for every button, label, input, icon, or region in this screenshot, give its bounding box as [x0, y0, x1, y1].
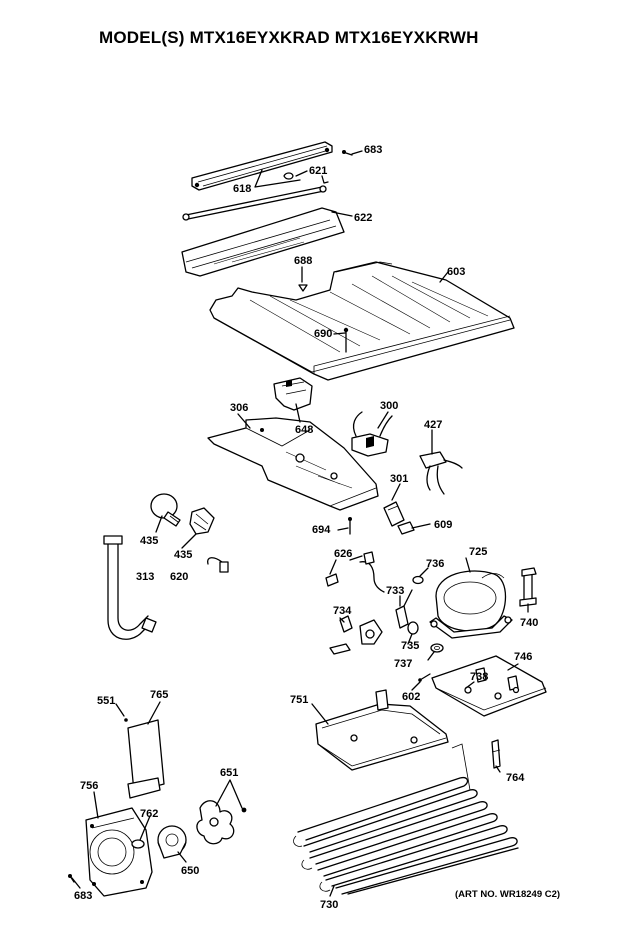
grommet-762 [131, 839, 145, 849]
clip-688 [298, 284, 308, 292]
art-number: (ART NO. WR18249 C2) [455, 889, 561, 900]
callout-648: 648 [295, 424, 313, 436]
light-bulb-435 [150, 493, 181, 527]
callout-551: 551 [97, 695, 115, 707]
drain-pan-751 [315, 689, 449, 771]
callout-300: 300 [380, 400, 398, 412]
clip-609 [397, 521, 415, 535]
base-plate-746 [431, 655, 547, 717]
screw-683-top [342, 150, 353, 156]
bracket-740 [519, 567, 537, 607]
callout-labels: 683 621 618 622 688 603 690 306 648 300 … [74, 144, 538, 911]
callout-740: 740 [520, 617, 538, 629]
callout-621: 621 [309, 165, 327, 177]
callout-650: 650 [181, 865, 199, 877]
callout-427: 427 [424, 419, 442, 431]
plug-736 [412, 575, 424, 585]
leader-lines [71, 150, 529, 897]
drain-tube-313 [103, 535, 157, 640]
panel-765 [127, 719, 165, 799]
rail-bracket-621 [191, 141, 333, 191]
callout-751: 751 [290, 694, 308, 706]
callout-756: 756 [80, 780, 98, 792]
grommet-737 [430, 643, 444, 653]
callout-734: 734 [333, 605, 352, 617]
callout-683-top: 683 [364, 144, 382, 156]
condenser-coil-730 [293, 743, 519, 895]
callout-609: 609 [434, 519, 452, 531]
model-title: MODEL(S) MTX16EYXKRAD MTX16EYXKRWH [99, 28, 479, 47]
overload-733 [395, 589, 413, 629]
callout-730: 730 [320, 899, 338, 911]
callout-306: 306 [230, 402, 248, 414]
callout-746: 746 [514, 651, 532, 663]
callout-618: 618 [233, 183, 251, 195]
callout-736: 736 [426, 558, 444, 570]
bracket-764 [491, 739, 501, 769]
callout-683-bottom: 683 [74, 890, 92, 902]
fan-bracket-756 [85, 807, 153, 897]
harness-620 [207, 557, 229, 573]
wire-626 [325, 551, 385, 593]
screw-602 [418, 673, 431, 682]
callout-651: 651 [220, 767, 238, 779]
callout-690: 690 [314, 328, 332, 340]
callout-435-bulb: 435 [140, 535, 158, 547]
callout-694: 694 [312, 524, 331, 536]
callout-603: 603 [447, 266, 465, 278]
duct-cover-622 [181, 207, 345, 277]
callout-620: 620 [170, 571, 188, 583]
callout-737: 737 [394, 658, 412, 670]
relay-301 [383, 501, 405, 527]
callout-725: 725 [469, 546, 487, 558]
screw-683-bottom [68, 874, 75, 883]
screw-551 [124, 718, 128, 722]
fan-blade-651 [196, 800, 247, 845]
control-housing-306 [207, 417, 379, 511]
callout-622: 622 [354, 212, 372, 224]
callout-738: 738 [470, 671, 488, 683]
callout-735: 735 [401, 640, 419, 652]
callout-765: 765 [150, 689, 168, 701]
fan-motor-650 [157, 825, 187, 859]
callout-688: 688 [294, 255, 312, 267]
callout-733: 733 [386, 585, 404, 597]
compressor-725 [429, 570, 513, 639]
rod-618 [182, 185, 327, 221]
cap-735 [407, 621, 419, 635]
callout-435-socket: 435 [174, 549, 192, 561]
switch-300 [351, 411, 393, 457]
callout-764: 764 [506, 772, 525, 784]
screw-694 [348, 517, 352, 535]
callout-762: 762 [140, 808, 158, 820]
start-relay-734 [329, 615, 383, 655]
callout-301: 301 [390, 473, 408, 485]
screw-690 [343, 327, 349, 353]
thermostat-block-648 [273, 377, 313, 411]
connector-427 [419, 451, 463, 495]
callout-626: 626 [334, 548, 352, 560]
lamp-socket-435 [189, 507, 215, 535]
evaporator-cover-603 [209, 261, 515, 381]
callout-313: 313 [136, 571, 154, 583]
callout-602: 602 [402, 691, 420, 703]
